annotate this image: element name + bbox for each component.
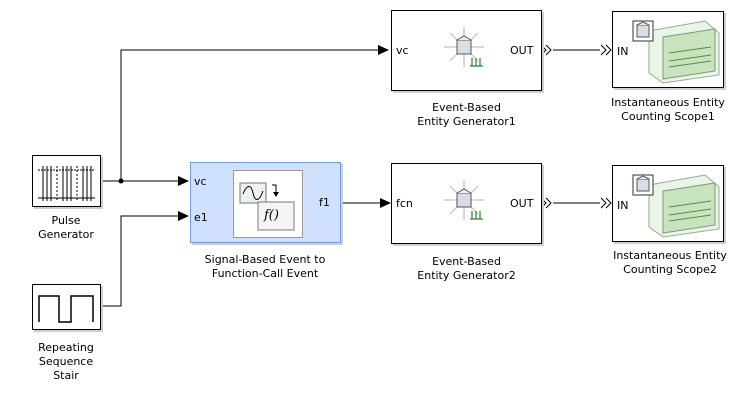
gen2-port-fcn-label: fcn: [396, 197, 413, 210]
signal-event-block[interactable]: vc e1 f1 f(): [190, 162, 341, 243]
entity-generator2-block[interactable]: fcn OUT: [391, 163, 542, 244]
counting-scope1-block[interactable]: IN: [612, 11, 724, 88]
pulse-generator-block[interactable]: [32, 155, 101, 207]
entity-generator-icon: [444, 27, 484, 67]
repeating-sequence-stair-label: Repeating Sequence Stair: [38, 341, 94, 382]
entity-generator2-label: Event-Based Entity Generator2: [417, 255, 516, 282]
function-call-icon: f(): [233, 170, 303, 238]
scope-icon: [632, 20, 720, 84]
port-vc-label: vc: [194, 175, 207, 188]
event-wave-icon: [239, 182, 295, 231]
pulse-train-icon: [38, 166, 95, 201]
entity-arrow-gen1-out: [540, 44, 552, 56]
port-f1-label: f1: [319, 196, 330, 209]
arrow-gen1-vc: [378, 45, 389, 55]
entity-generator-icon: [444, 180, 484, 220]
scope1-port-in-label: IN: [617, 45, 629, 58]
entity-generator1-block[interactable]: vc OUT: [391, 10, 542, 91]
signal-event-label: Signal-Based Event to Function-Call Even…: [204, 253, 326, 280]
line-branch-to-gen1[interactable]: [120, 49, 378, 181]
scope-icon: [632, 174, 720, 238]
gen1-port-out-label: OUT: [510, 44, 534, 57]
arrow-gen2-fcn: [380, 198, 391, 208]
scope2-port-in-label: IN: [617, 199, 629, 212]
arrow-event-vc: [178, 176, 189, 186]
gen2-port-out-label: OUT: [510, 197, 534, 210]
repeating-sequence-stair-block[interactable]: [32, 284, 101, 330]
counting-scope2-label: Instantaneous Entity Counting Scope2: [613, 249, 727, 276]
branch-point: [118, 178, 124, 184]
counting-scope1-label: Instantaneous Entity Counting Scope1: [611, 96, 725, 123]
line-stair-to-e1[interactable]: [101, 215, 178, 307]
entity-arrow-scope1-in: [600, 44, 612, 56]
staircase-signal-icon: [38, 295, 94, 323]
port-e1-label: e1: [194, 211, 208, 224]
entity-arrow-scope2-in: [600, 197, 612, 209]
pulse-generator-label: Pulse Generator: [38, 214, 94, 241]
entity-generator1-label: Event-Based Entity Generator1: [417, 101, 516, 128]
entity-arrow-gen2-out: [540, 197, 552, 209]
gen1-port-vc-label: vc: [396, 44, 409, 57]
arrow-event-e1: [178, 211, 189, 221]
counting-scope2-block[interactable]: IN: [612, 165, 724, 242]
fx-label: f(): [264, 208, 279, 223]
